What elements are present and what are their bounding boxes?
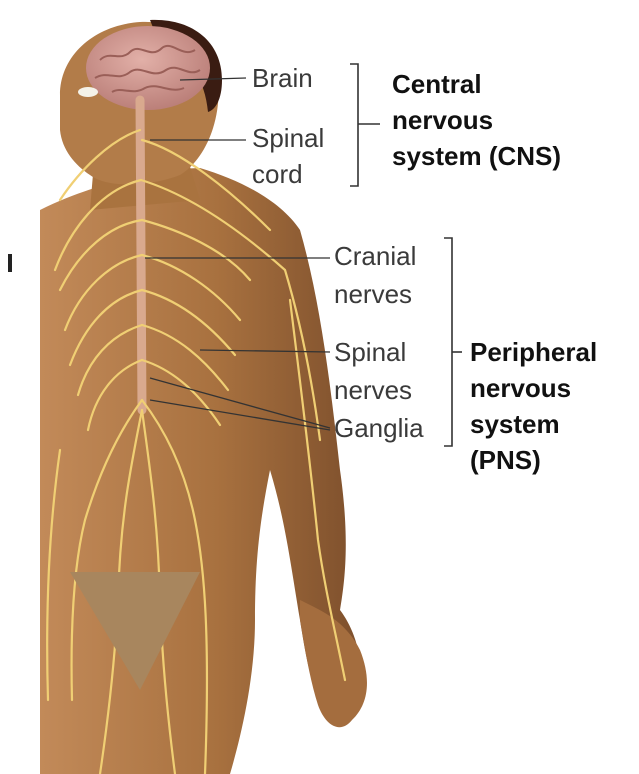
brain-shape (86, 26, 210, 110)
spinal-nerves-label-line1: Spinal (334, 334, 406, 370)
pns-bracket (444, 238, 452, 446)
spinal-nerves-label-line2: nerves (334, 372, 412, 408)
cns-line-3: system (CNS) (392, 138, 561, 174)
cns-bracket (350, 64, 358, 186)
cranial-nerves-label-line1: Cranial (334, 238, 416, 274)
spinal-cord-label-line1: Spinal (252, 120, 324, 156)
cns-group-label: Central nervous system (CNS) (392, 66, 561, 174)
hand (300, 600, 367, 727)
spinal-cord-label-line2: cord (252, 156, 303, 192)
eye (78, 87, 98, 97)
cns-line-2: nervous (392, 102, 561, 138)
cns-line-1: Central (392, 66, 561, 102)
pns-line-3: system (470, 406, 597, 442)
pns-line-1: Peripheral (470, 334, 597, 370)
brain-label: Brain (252, 60, 313, 96)
pns-group-label: Peripheral nervous system (PNS) (470, 334, 597, 478)
ganglia-label: Ganglia (334, 410, 424, 446)
pns-line-2: nervous (470, 370, 597, 406)
cranial-nerves-label-line2: nerves (334, 276, 412, 312)
edge-mark (8, 254, 12, 272)
pns-line-4: (PNS) (470, 442, 597, 478)
